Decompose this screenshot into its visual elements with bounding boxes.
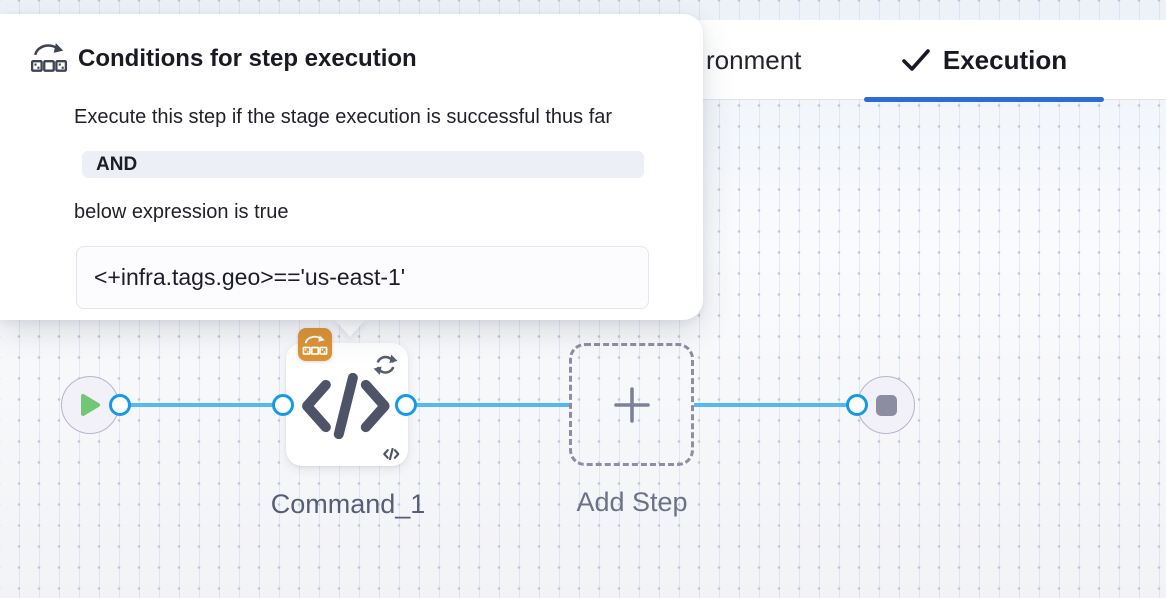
edge-start-to-step <box>120 403 283 407</box>
port-start-out[interactable] <box>109 394 131 416</box>
tab-execution[interactable]: Execution <box>864 20 1104 100</box>
popover-description: Execute this step if the stage execution… <box>74 106 613 128</box>
code-icon <box>300 373 394 439</box>
port-step-in[interactable] <box>272 394 294 416</box>
play-icon <box>79 393 101 417</box>
check-icon <box>901 47 931 73</box>
loop-icon <box>372 350 399 378</box>
popover-title: Conditions for step execution <box>78 45 417 72</box>
port-end-in[interactable] <box>846 394 868 416</box>
edge-step-to-addstep <box>406 403 570 407</box>
stop-icon <box>875 394 897 416</box>
condition-intro: below expression is true <box>74 201 289 223</box>
plus-icon <box>612 385 652 425</box>
port-step-out[interactable] <box>395 394 417 416</box>
step-label: Command_1 <box>270 489 426 519</box>
edge-addstep-to-end <box>694 403 857 407</box>
add-step-button[interactable] <box>569 343 694 466</box>
conditional-execution-icon <box>302 333 328 357</box>
conditional-execution-icon <box>30 40 68 75</box>
expression-value: <+infra.tags.geo>=='us-east-1' <box>76 246 649 309</box>
active-tab-indicator <box>864 97 1104 102</box>
step-node-command[interactable] <box>286 343 408 466</box>
popover-caret <box>334 319 366 337</box>
code-icon-small <box>383 448 400 460</box>
conditions-popover: Conditions for step execution Execute th… <box>0 14 703 320</box>
conditional-execution-badge[interactable] <box>298 328 332 361</box>
tab-execution-label: Execution <box>942 44 1068 75</box>
add-step-label: Add Step <box>576 487 688 517</box>
operator-badge: AND <box>82 151 644 178</box>
tab-environment[interactable]: ronment <box>706 44 802 75</box>
